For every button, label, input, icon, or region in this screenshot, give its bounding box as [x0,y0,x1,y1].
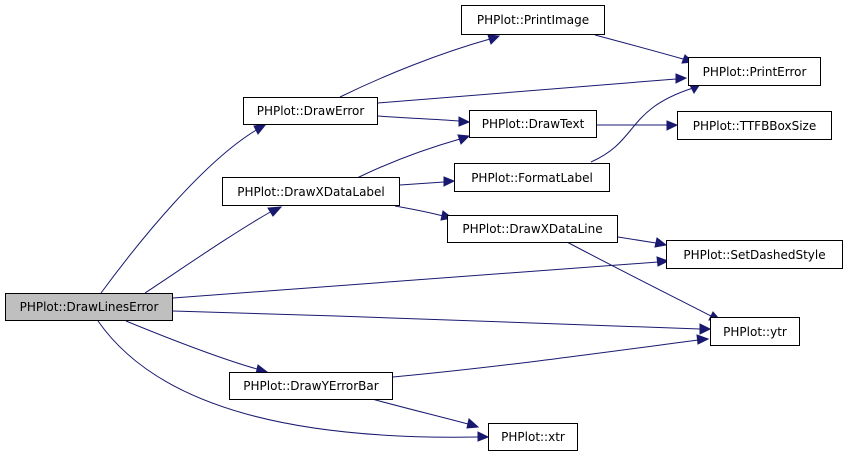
edge-drawxdatalabel-to-drawxdataline [394,205,454,221]
edge-drawxdataline-to-setdashedstyle [617,236,668,248]
node-drawyerrorbar[interactable]: PHPlot::DrawYErrorBar [229,372,393,400]
edge-drawlineserror-to-drawxdatalabel [144,206,283,294]
edge-drawtext-to-ttfbboxsize [596,120,679,131]
edge-drawlineserror-to-drawerror [100,123,268,294]
edge-drawxdatalabel-to-formatlabel [399,176,456,187]
edge-drawyerrorbar-to-ytr [392,334,710,378]
edge-drawyerrorbar-to-xtr [371,398,480,429]
edge-drawxdatalabel-to-drawtext [356,134,471,179]
node-ttfbboxsize[interactable]: PHPlot::TTFBBoxSize [677,111,832,140]
edge-drawlineserror-to-ytr [172,310,712,335]
edge-drawerror-to-drawtext [377,115,471,127]
node-xtr[interactable]: PHPlot::xtr [488,423,578,451]
edge-drawlineserror-to-drawyerrorbar [125,320,269,375]
node-setdashedstyle[interactable]: PHPlot::SetDashedStyle [666,240,843,269]
node-ytr[interactable]: PHPlot::ytr [710,317,800,346]
node-formatlabel[interactable]: PHPlot::FormatLabel [454,163,610,192]
node-printimage[interactable]: PHPlot::PrintImage [461,5,605,35]
node-printerror[interactable]: PHPlot::PrintError [688,57,821,86]
node-drawerror[interactable]: PHPlot::DrawError [243,97,378,125]
edge-printimage-to-printerror [594,34,695,64]
edge-drawlineserror-to-xtr [97,320,490,442]
edge-drawerror-to-printimage [339,34,501,98]
node-drawxdataline[interactable]: PHPlot::DrawXDataLine [447,215,618,243]
node-drawtext[interactable]: PHPlot::DrawText [469,110,597,138]
edge-drawlineserror-to-setdashedstyle [172,256,670,299]
edge-drawerror-to-printerror [377,73,688,104]
node-drawlineserror: PHPlot::DrawLinesError [5,293,173,321]
node-drawxdatalabel[interactable]: PHPlot::DrawXDataLabel [222,177,400,206]
